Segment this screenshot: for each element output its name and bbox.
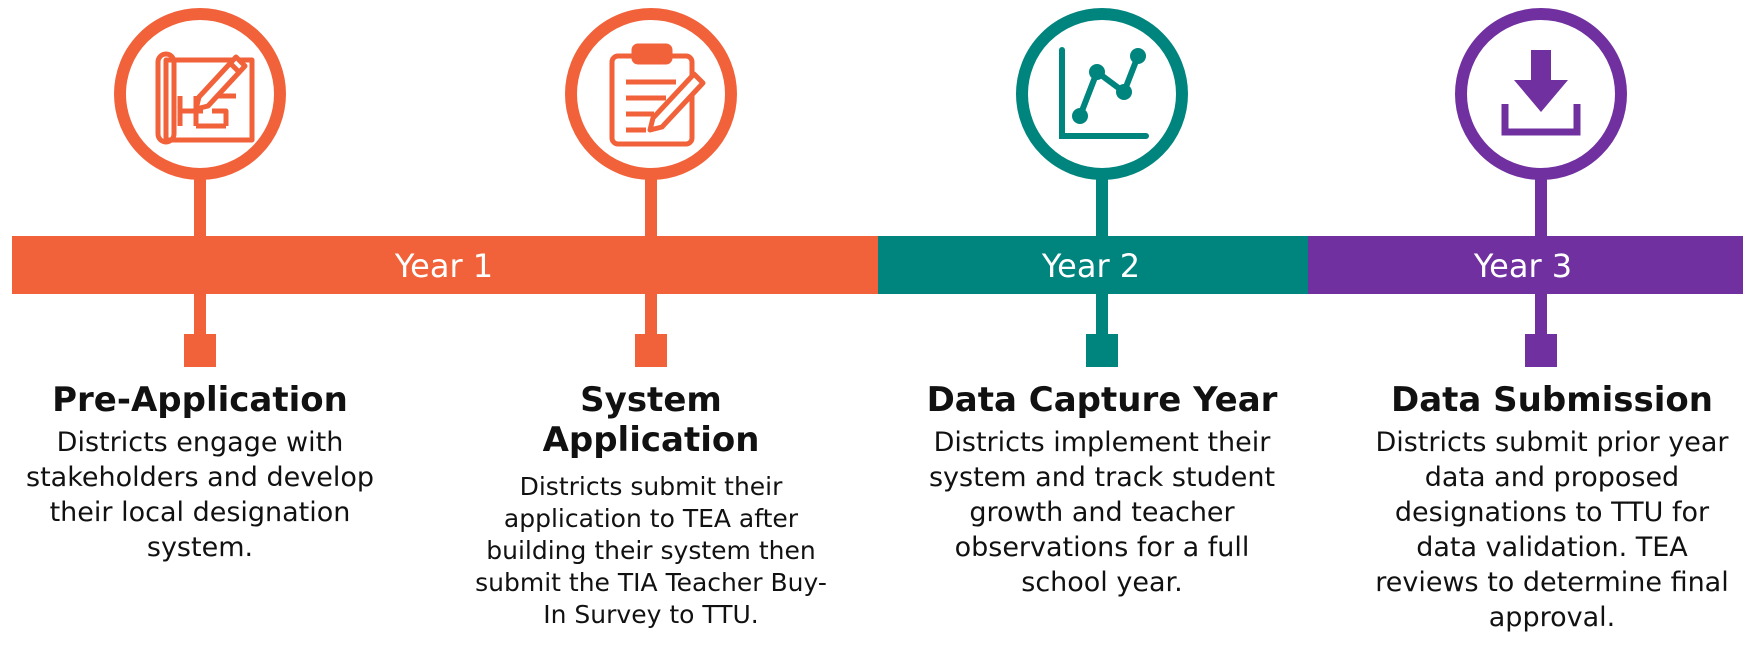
connector-foot [1525, 334, 1557, 367]
band-label-year-3: Year 3 [1473, 247, 1572, 285]
connector-stem-bottom [194, 294, 206, 334]
connector-foot [1086, 334, 1118, 367]
connector-stem-top [645, 168, 657, 238]
connector-stem-bottom [1096, 294, 1108, 334]
step-description-data-submission: Districts submit prior year data and pro… [1375, 427, 1729, 634]
connector-stem-top [1535, 168, 1547, 238]
icon-ring [565, 8, 737, 180]
connector-foot [635, 334, 667, 367]
step-title-system-application: System Application [542, 380, 760, 460]
band-year-3 [1308, 236, 1743, 294]
step-description-system-application: Districts submit their application to TE… [475, 472, 827, 629]
step-marker-3 [1016, 8, 1188, 367]
download-icon [1501, 50, 1581, 136]
connector-stem-top [1096, 168, 1108, 238]
connector-stem-bottom [645, 294, 657, 334]
band-label-year-2: Year 2 [1041, 247, 1140, 285]
blueprint-pencil-icon [155, 51, 255, 145]
band-year-2 [878, 236, 1308, 294]
step-title-data-submission: Data Submission [1390, 380, 1713, 420]
step-description-data-capture-year: Districts implement their system and tra… [928, 427, 1276, 599]
connector-foot [184, 334, 216, 367]
step-description-pre-application: Districts engage with stakeholders and d… [26, 427, 374, 564]
step-title-pre-application: Pre-Application [52, 380, 348, 420]
connector-stem-top [194, 168, 206, 238]
connector-stem-bottom [1535, 294, 1547, 334]
band-year-1 [12, 236, 878, 294]
timeline-bar: Year 1 Year 2 Year 3 [12, 236, 1743, 294]
band-label-year-1: Year 1 [394, 247, 493, 285]
step-title-data-capture-year: Data Capture Year [926, 380, 1278, 420]
step-marker-4 [1455, 8, 1627, 367]
icon-ring [1016, 8, 1188, 180]
step-marker-1 [114, 8, 286, 367]
line-chart-icon [1059, 47, 1149, 139]
clipboard-pencil-icon [609, 43, 706, 147]
step-marker-2 [565, 8, 737, 367]
